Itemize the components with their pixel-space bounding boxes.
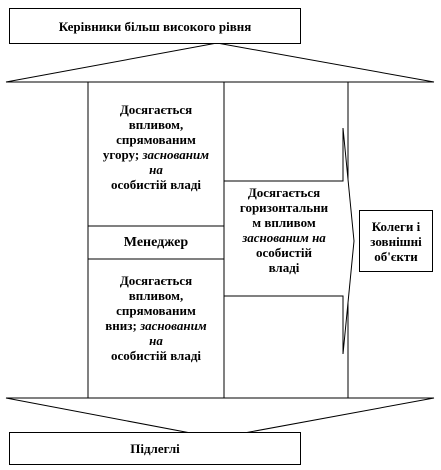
subordinates-label: Підлеглі — [130, 441, 180, 456]
horizontal-line-1: Досягається — [247, 185, 321, 200]
horizontal-arrow — [223, 127, 355, 355]
senior-managers-label: Керівники більш високого рівня — [58, 18, 252, 34]
downward-line-1: Досягається — [119, 273, 193, 288]
upward-line-3: спрямованим — [116, 132, 196, 147]
colleagues-line-3: об'єкти — [374, 248, 418, 264]
horizontal-influence-text: Досягається горизонтальни м впливом засн… — [226, 185, 342, 275]
horizontal-line-2: горизонтальни — [239, 200, 329, 215]
downward-influence-text: Досягається впливом, спрямованим вниз; з… — [90, 273, 222, 363]
downward-line-3: спрямованим — [116, 303, 196, 318]
colleagues-line-1: Колеги і — [371, 218, 421, 234]
manager-label: Менеджер — [123, 235, 189, 250]
senior-managers-box: Керівники більш високого рівня — [9, 8, 301, 44]
upward-line-2: впливом, — [128, 117, 184, 132]
downward-line-2: впливом, — [128, 288, 184, 303]
colleagues-line-2: зовнішні — [370, 233, 422, 249]
horizontal-line-5: особистій — [255, 245, 313, 260]
downward-line-6: особистій владі — [110, 348, 202, 363]
downward-line-5: на — [149, 333, 163, 348]
colleagues-box: Колеги і зовнішні об'єкти — [359, 210, 433, 272]
upward-line-5: на — [149, 162, 163, 177]
upward-influence-text: Досягається впливом, спрямованим угору; … — [90, 102, 222, 192]
horizontal-line-3: м впливом — [252, 215, 316, 230]
central-column — [87, 81, 225, 399]
subordinates-box: Підлеглі — [9, 432, 301, 465]
upward-line-4: угору; заснованим — [102, 147, 210, 162]
horizontal-line-6: владі — [268, 260, 300, 275]
upward-line-6: особистій владі — [110, 177, 202, 192]
upward-line-1: Досягається — [119, 102, 193, 117]
horizontal-line-4: заснованим на — [242, 230, 326, 245]
downward-line-4: вниз; заснованим — [105, 318, 207, 333]
